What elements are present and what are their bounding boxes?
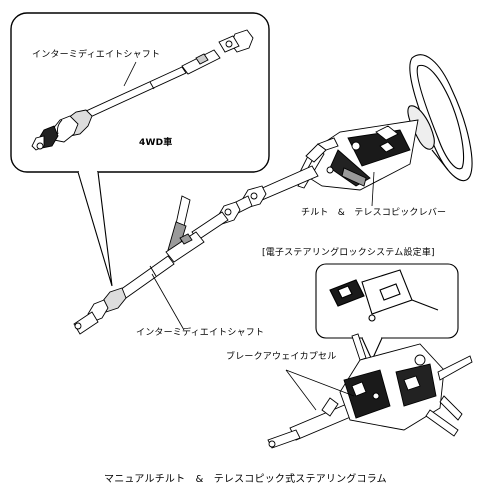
electronic-lock-inset	[315, 263, 459, 362]
breakaway-capsule-label: ブレークアウェイカプセル	[226, 352, 337, 362]
steering-wheel	[407, 54, 473, 182]
inset-4wd-label: 4WD車	[139, 138, 173, 148]
figure-caption: マニュアルチルト & テレスコピック式ステアリングコラム	[104, 474, 387, 485]
electronic-lock-note: [電子ステアリングロックシステム設定車]	[262, 248, 435, 258]
leader-lines	[123, 61, 375, 411]
main-column-shaft	[73, 165, 319, 335]
tilt-telescopic-lever-label: チルト & テレスコピックレバー	[301, 208, 447, 218]
inset-intermediate-shaft-drawing	[31, 29, 254, 151]
main-intermediate-shaft-label: インターミディエイトシャフト	[136, 328, 265, 338]
upper-column-assembly	[297, 119, 419, 191]
lower-column-assembly	[267, 333, 473, 449]
inset-intermediate-shaft-label: インターミディエイトシャフト	[32, 50, 161, 60]
